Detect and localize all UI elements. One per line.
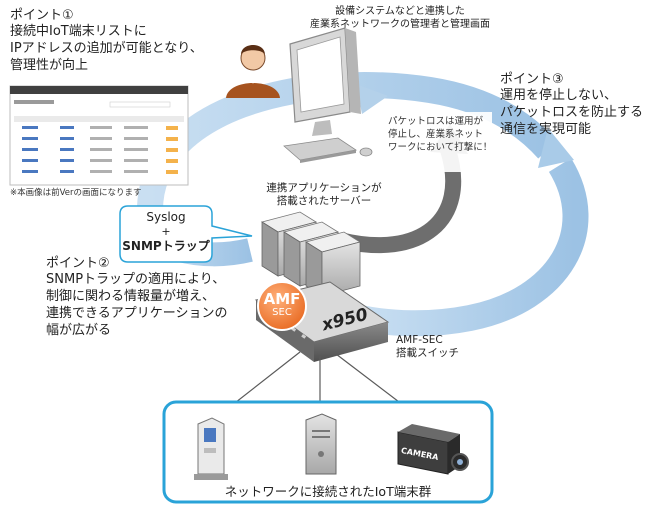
packet-loss-note-line-1: パケットロスは運用が bbox=[388, 116, 484, 127]
admin-person-icon bbox=[226, 45, 280, 98]
server-rack-icon bbox=[261, 211, 361, 297]
point1-line-1: 接続中IoT端末リストに bbox=[10, 24, 147, 39]
point3-title: ポイント③ bbox=[500, 72, 564, 87]
point2-line-1: SNMPトラップの適用により、 bbox=[46, 272, 226, 287]
syslog-bubble-line-1: Syslog bbox=[146, 210, 186, 224]
switch-caption-line-1: AMF-SEC bbox=[396, 334, 443, 346]
cycle-arrow-mid-head bbox=[356, 84, 388, 114]
admin-caption: 設備システムなどと連携した 産業系ネットワークの管理者と管理画面 bbox=[300, 6, 500, 31]
server-caption-line-2: 搭載されたサーバー bbox=[276, 195, 372, 208]
amf-sec-badge bbox=[257, 281, 307, 331]
point2-line-2: 制御に関わる情報量が増え、 bbox=[46, 289, 216, 304]
kiosk-terminal-icon bbox=[194, 417, 228, 480]
point3-line-1: 運用を停止しない、 bbox=[500, 88, 618, 103]
control-cabinet-icon bbox=[305, 413, 337, 475]
point3-line-3: 通信を実現可能 bbox=[500, 122, 592, 137]
syslog-bubble-line-2: + bbox=[161, 225, 171, 238]
packet-loss-note-line-2: 停止し、産業系ネット bbox=[388, 128, 484, 140]
point2-title: ポイント② bbox=[46, 256, 110, 271]
packet-loss-note-line-3: ワークにおいて打撃に！ bbox=[388, 141, 493, 153]
point2-line-4: 幅が広がる bbox=[46, 323, 112, 338]
admin-monitor-icon bbox=[283, 27, 373, 163]
screenshot-note: ※本画像は前Verの画面になります bbox=[10, 188, 142, 198]
switch-caption-line-2: 搭載スイッチ bbox=[396, 347, 459, 360]
amf-badge-bottom: SEC bbox=[272, 307, 292, 318]
packet-loss-note-box bbox=[382, 112, 492, 172]
point3-line-2: パケットロスを防止する bbox=[500, 105, 644, 120]
syslog-speech-bubble bbox=[119, 205, 253, 263]
admin-screenshot-thumbnail bbox=[9, 85, 189, 186]
iot-device-group-label: ネットワークに接続されたIoT端末群 bbox=[224, 484, 432, 499]
point1-title: ポイント① bbox=[10, 8, 74, 23]
cycle-arrow-right bbox=[357, 158, 589, 337]
syslog-bubble-line-3: SNMPトラップ bbox=[122, 238, 210, 253]
syslog-bubble-text: Syslog + SNMPトラップ bbox=[120, 210, 212, 254]
server-caption-line-1: 連携アプリケーションが bbox=[266, 182, 382, 194]
camera-device-icon bbox=[397, 424, 469, 475]
point1-line-2: IPアドレスの追加が可能となり、 bbox=[10, 41, 203, 56]
amf-badge-top: AMF bbox=[263, 290, 301, 308]
packet-loss-note: パケットロスは運用が 停止し、産業系ネット ワークにおいて打撃に！ bbox=[388, 116, 492, 154]
point1-line-3: 管理性が向上 bbox=[10, 58, 89, 73]
cycle-arrow-right-head bbox=[538, 128, 574, 168]
admin-caption-line-2: 産業系ネットワークの管理者と管理画面 bbox=[310, 18, 490, 30]
admin-caption-line-1: 設備システムなどと連携した bbox=[335, 6, 465, 17]
switch-caption: AMF-SEC 搭載スイッチ bbox=[396, 334, 459, 360]
server-caption: 連携アプリケーションが 搭載されたサーバー bbox=[262, 182, 386, 208]
point2-line-3: 連携できるアプリケーションの bbox=[46, 306, 228, 321]
